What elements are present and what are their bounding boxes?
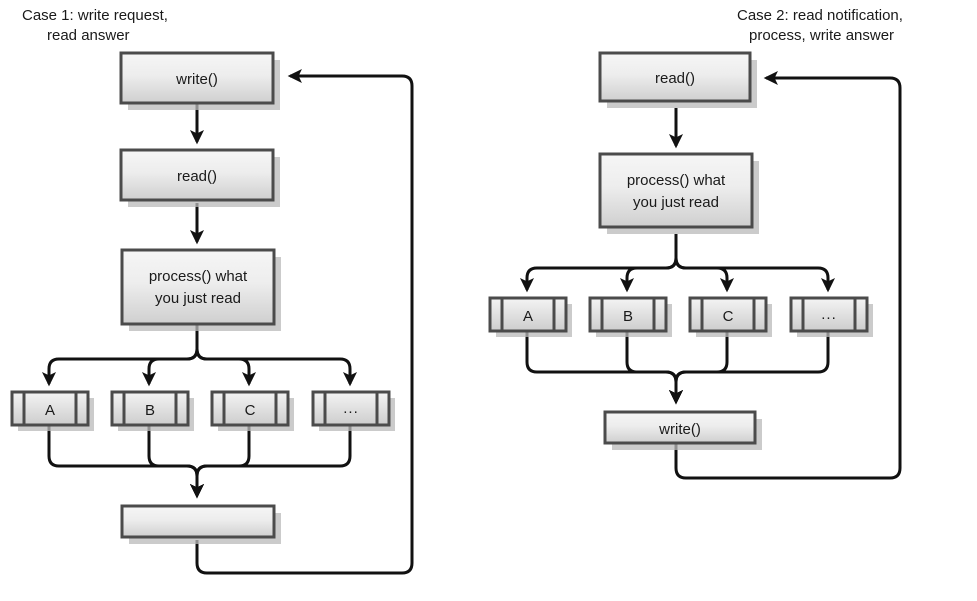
- case1-node-final[interactable]: [120, 504, 281, 544]
- case2-node-handler-b[interactable]: B: [588, 296, 672, 337]
- case1-node-handler-b[interactable]: B: [110, 390, 194, 431]
- case2-node-handler-c[interactable]: C: [688, 296, 772, 337]
- case2-read-box: [598, 51, 752, 103]
- case2-process-label-line2: you just read: [633, 194, 719, 211]
- case1-feedback-edge: [195, 68, 414, 575]
- case2-node-handler-more[interactable]: ...: [789, 296, 873, 337]
- case2-node-handler-a[interactable]: A: [488, 296, 572, 337]
- case1-read-box: [119, 148, 275, 202]
- case1-node-handler-a[interactable]: A: [10, 390, 94, 431]
- case2-title-line2: process, write answer: [749, 27, 894, 44]
- case2-handler-a-label: A: [523, 308, 533, 325]
- case1-write-box: [119, 51, 275, 105]
- case-1-group: Case 1: write request, read answer write…: [10, 7, 414, 575]
- case1-read-label: read(): [177, 168, 217, 185]
- case2-title-line1: Case 2: read notification,: [737, 7, 903, 24]
- case2-node-write[interactable]: write(): [603, 410, 762, 450]
- case1-handler-more-label: ...: [343, 400, 359, 417]
- case2-fanout-to-more: [674, 257, 836, 293]
- case2-handler-more-label: ...: [821, 306, 837, 323]
- case1-node-process[interactable]: process() what you just read: [120, 248, 281, 331]
- case1-final-box: [120, 504, 276, 539]
- case2-handler-b-label: B: [623, 308, 633, 325]
- case1-node-write[interactable]: write(): [119, 51, 280, 110]
- case2-write-label: write(): [658, 421, 701, 438]
- case1-node-handler-c[interactable]: C: [210, 390, 294, 431]
- case1-handler-b-label: B: [145, 402, 155, 419]
- case1-handler-c-label: C: [245, 402, 256, 419]
- case2-fanin-from-more: [668, 332, 830, 405]
- case2-fanout-to-b: [619, 257, 678, 293]
- case1-node-read[interactable]: read(): [119, 148, 280, 207]
- case2-write-box: [603, 410, 757, 445]
- case2-feedback-edge: [674, 70, 902, 480]
- case2-read-label: read(): [655, 70, 695, 87]
- case1-write-label: write(): [175, 71, 218, 88]
- case1-process-label-line2: you just read: [155, 290, 241, 307]
- case1-process-box: [120, 248, 276, 326]
- case1-title-line1: Case 1: write request,: [22, 7, 168, 24]
- case1-title-line2: read answer: [47, 27, 130, 44]
- case1-fanout-to-more: [195, 348, 358, 387]
- case1-node-handler-more[interactable]: ...: [311, 390, 395, 431]
- case2-process-box: [598, 152, 754, 229]
- case2-process-label-line1: process() what: [627, 172, 726, 189]
- case2-handler-c-label: C: [723, 308, 734, 325]
- case-2-group: Case 2: read notification, process, writ…: [488, 7, 903, 480]
- case2-node-process[interactable]: process() what you just read: [598, 152, 759, 234]
- case1-process-label-line1: process() what: [149, 268, 248, 285]
- case1-handler-a-label: A: [45, 402, 55, 419]
- case2-node-read[interactable]: read(): [598, 51, 757, 108]
- case1-fanout-to-b: [141, 348, 199, 387]
- case1-fanin-from-more: [189, 425, 352, 499]
